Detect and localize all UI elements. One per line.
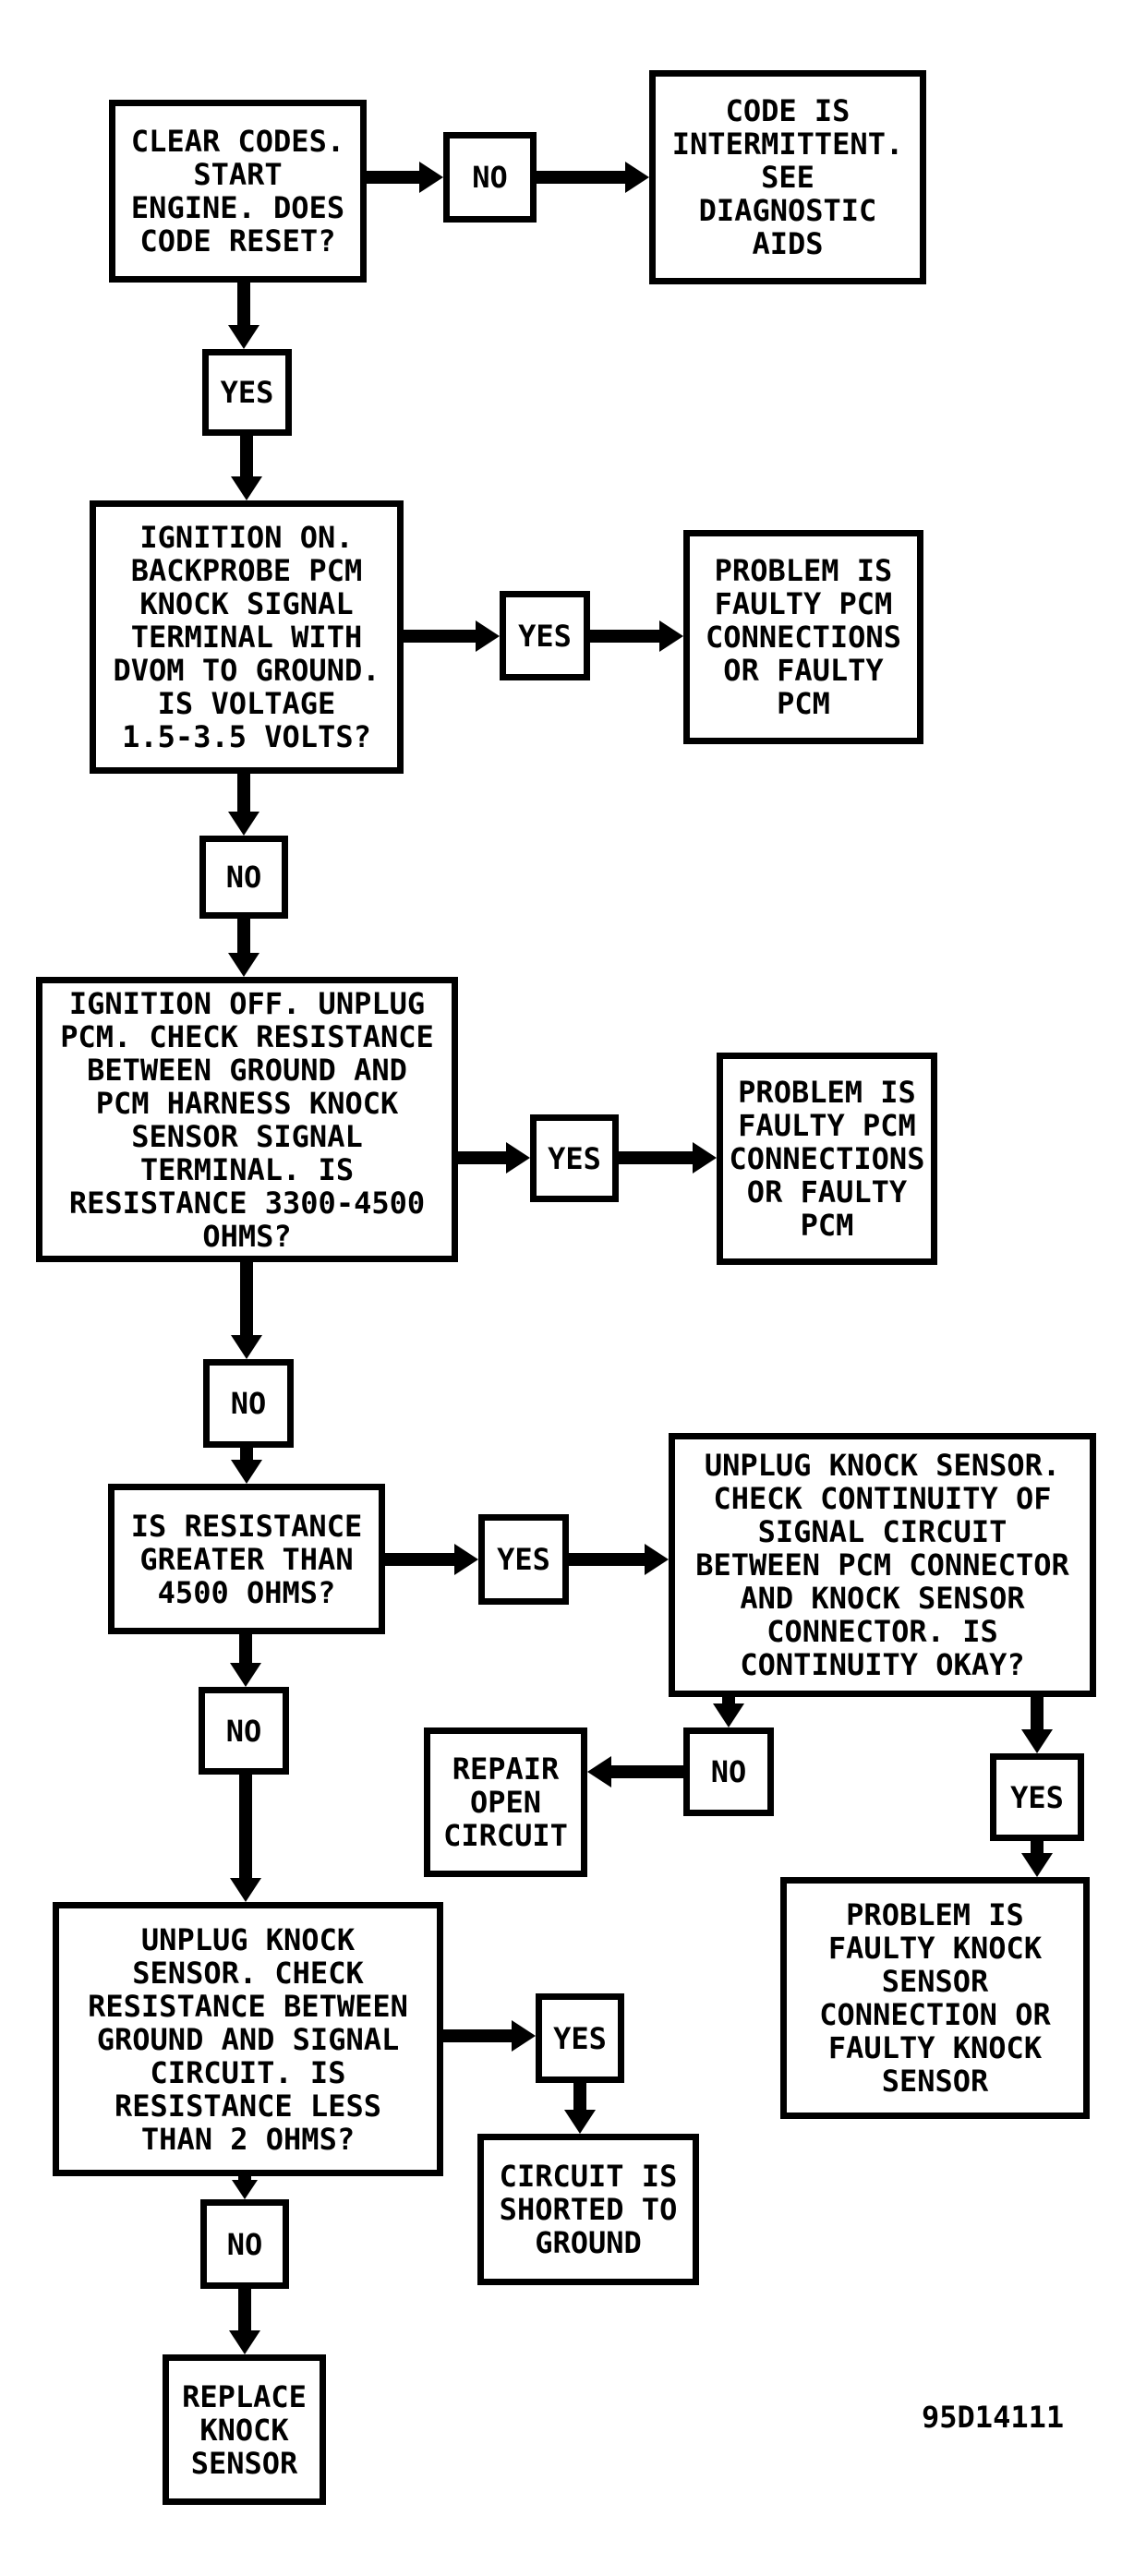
arrow-yes-to-faulty-pcm-1 xyxy=(590,620,683,652)
label-yes-6: YES xyxy=(536,1993,624,2083)
arrow-no-to-code-intermittent xyxy=(537,162,649,193)
arrow-ignition-off-to-no xyxy=(231,1262,262,1359)
arrow-yes-to-faulty-knock xyxy=(1021,1841,1053,1877)
step-ignition-on-text: IGNITION ON. BACKPROBE PCM KNOCK SIGNAL … xyxy=(113,520,380,754)
label-yes-4-text: YES xyxy=(497,1542,550,1577)
label-no-6-text: NO xyxy=(226,2226,263,2262)
result-repair-open-circuit: REPAIR OPEN CIRCUIT xyxy=(424,1727,587,1877)
label-yes-3: YES xyxy=(530,1114,619,1202)
label-no-3: NO xyxy=(203,1359,294,1448)
label-yes-6-text: YES xyxy=(553,2020,607,2056)
step-resistance-greater-text: IS RESISTANCE GREATER THAN 4500 OHMS? xyxy=(130,1508,363,1610)
step-check-continuity-text: UNPLUG KNOCK SENSOR. CHECK CONTINUITY OF… xyxy=(695,1448,1069,1682)
step-clear-codes: CLEAR CODES. START ENGINE. DOES CODE RES… xyxy=(109,100,367,283)
arrow-check-continuity-to-yes xyxy=(1021,1697,1053,1753)
result-faulty-pcm-1: PROBLEM IS FAULTY PCM CONNECTIONS OR FAU… xyxy=(683,530,923,744)
arrow-yes-to-check-continuity xyxy=(569,1544,669,1575)
label-yes-1: YES xyxy=(202,349,292,436)
step-ignition-off: IGNITION OFF. UNPLUG PCM. CHECK RESISTAN… xyxy=(36,977,458,1262)
result-faulty-pcm-2: PROBLEM IS FAULTY PCM CONNECTIONS OR FAU… xyxy=(717,1053,937,1265)
step-ignition-on: IGNITION ON. BACKPROBE PCM KNOCK SIGNAL … xyxy=(90,500,404,774)
result-faulty-knock-sensor-text: PROBLEM IS FAULTY KNOCK SENSOR CONNECTIO… xyxy=(819,1897,1051,2099)
result-faulty-pcm-2-text: PROBLEM IS FAULTY PCM CONNECTIONS OR FAU… xyxy=(729,1075,925,1243)
arrow-clear-codes-to-no xyxy=(367,162,443,193)
arrow-check-continuity-to-no xyxy=(713,1697,744,1727)
label-yes-5: YES xyxy=(990,1753,1084,1841)
step-resistance-greater: IS RESISTANCE GREATER THAN 4500 OHMS? xyxy=(108,1484,385,1634)
arrow-yes-to-circuit-shorted xyxy=(564,2083,596,2134)
label-yes-1-text: YES xyxy=(220,375,274,410)
result-repair-open-circuit-text: REPAIR OPEN CIRCUIT xyxy=(443,1751,568,1853)
arrow-resistance-greater-to-no xyxy=(230,1634,261,1687)
figure-number: 95D14111 xyxy=(922,2400,1065,2435)
arrow-resistance-greater-to-yes xyxy=(385,1544,478,1575)
step-clear-codes-text: CLEAR CODES. START ENGINE. DOES CODE RES… xyxy=(130,124,345,259)
result-replace-knock-sensor: REPLACE KNOCK SENSOR xyxy=(163,2354,326,2505)
result-code-intermittent: CODE IS INTERMITTENT. SEE DIAGNOSTIC AID… xyxy=(649,70,926,284)
arrow-no-to-repair-open xyxy=(587,1756,683,1788)
label-no-1: NO xyxy=(443,132,537,223)
arrow-no-to-replace-sensor xyxy=(229,2289,260,2354)
label-no-4-text: NO xyxy=(225,1713,262,1749)
result-circuit-shorted: CIRCUIT IS SHORTED TO GROUND xyxy=(477,2134,699,2285)
arrow-resistance-less-to-yes xyxy=(443,2020,536,2052)
arrow-no-to-ignition-off xyxy=(228,919,259,977)
step-check-continuity: UNPLUG KNOCK SENSOR. CHECK CONTINUITY OF… xyxy=(669,1433,1096,1697)
arrow-yes-to-faulty-pcm-2 xyxy=(619,1142,717,1174)
label-no-1-text: NO xyxy=(472,160,508,195)
label-no-3-text: NO xyxy=(230,1386,267,1421)
arrow-no-to-resistance-greater xyxy=(231,1448,262,1484)
label-yes-2-text: YES xyxy=(518,618,572,654)
arrow-yes-to-ignition-on xyxy=(231,436,262,500)
arrow-resistance-less-to-no xyxy=(232,2176,258,2199)
step-ignition-off-text: IGNITION OFF. UNPLUG PCM. CHECK RESISTAN… xyxy=(60,985,434,1254)
label-no-2: NO xyxy=(199,836,288,919)
step-resistance-less: UNPLUG KNOCK SENSOR. CHECK RESISTANCE BE… xyxy=(53,1902,443,2176)
label-no-5-text: NO xyxy=(710,1754,747,1789)
result-circuit-shorted-text: CIRCUIT IS SHORTED TO GROUND xyxy=(499,2159,678,2260)
label-yes-5-text: YES xyxy=(1010,1779,1064,1815)
arrow-clear-codes-to-yes xyxy=(228,283,259,349)
result-replace-knock-sensor-text: REPLACE KNOCK SENSOR xyxy=(182,2378,307,2481)
label-no-5: NO xyxy=(683,1727,774,1816)
arrow-ignition-on-to-yes xyxy=(404,620,500,652)
label-no-4: NO xyxy=(199,1687,289,1775)
arrow-ignition-on-to-no xyxy=(228,774,259,836)
label-no-6: NO xyxy=(200,2199,289,2289)
result-faulty-knock-sensor: PROBLEM IS FAULTY KNOCK SENSOR CONNECTIO… xyxy=(780,1877,1090,2119)
arrow-ignition-off-to-yes xyxy=(458,1142,530,1174)
label-yes-2: YES xyxy=(500,591,590,680)
label-no-2-text: NO xyxy=(225,860,262,895)
step-resistance-less-text: UNPLUG KNOCK SENSOR. CHECK RESISTANCE BE… xyxy=(88,1921,408,2157)
label-yes-4: YES xyxy=(478,1514,569,1605)
result-code-intermittent-text: CODE IS INTERMITTENT. SEE DIAGNOSTIC AID… xyxy=(671,93,904,261)
label-yes-3-text: YES xyxy=(548,1140,601,1176)
arrow-no-to-resistance-less xyxy=(230,1775,261,1902)
result-faulty-pcm-1-text: PROBLEM IS FAULTY PCM CONNECTIONS OR FAU… xyxy=(706,553,901,721)
